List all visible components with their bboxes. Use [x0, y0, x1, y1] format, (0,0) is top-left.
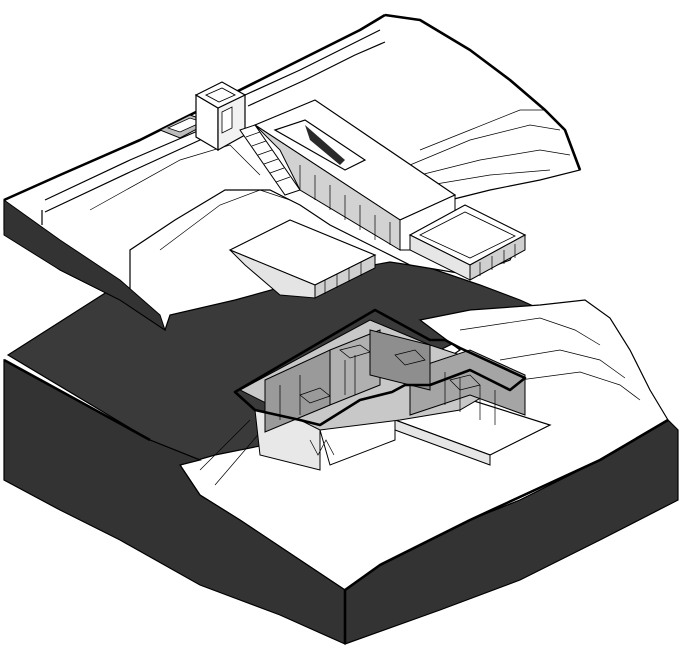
upper-contour-1	[419, 109, 545, 151]
bar-side-hatch	[299, 165, 391, 245]
lower-contour-3	[519, 371, 641, 401]
annex-side-hatch	[479, 244, 516, 276]
lower-contour-4	[199, 419, 251, 471]
upper-slab-left-face	[3, 199, 166, 332]
bar-roof-skylight-shadow	[305, 125, 345, 165]
upper-bar-building	[239, 99, 457, 251]
upper-tower	[158, 81, 247, 152]
tower-window	[221, 106, 233, 134]
left-wing-front	[229, 249, 316, 299]
upper-contour-5	[89, 144, 261, 211]
upper-stair-treads	[245, 131, 291, 183]
lower-interior-details	[279, 344, 496, 456]
upper-contour-4	[429, 169, 551, 186]
tower-top-opening	[204, 87, 237, 103]
annex-roof-inner	[419, 211, 516, 259]
upper-contour-3	[419, 149, 571, 176]
annex-side-face	[469, 234, 526, 281]
bar-side-face	[254, 124, 401, 251]
lower-contour-5	[214, 429, 263, 486]
lower-interior-wall-c	[409, 349, 526, 416]
upper-contour-6	[159, 189, 291, 251]
lower-contour-2	[499, 349, 626, 379]
upper-left-wing	[228, 219, 377, 299]
lower-contour-1	[459, 317, 601, 346]
upper-path-wall-3	[244, 29, 381, 96]
lower-block-top-edge	[3, 358, 669, 592]
upper-contour-2	[409, 124, 561, 166]
left-wing-hatch	[324, 262, 362, 294]
left-wing-side	[314, 254, 376, 299]
upper-annex-box	[408, 204, 527, 281]
lower-terrain-block	[3, 261, 679, 645]
upper-path-wall-4	[247, 41, 386, 107]
lower-cut-outline	[233, 308, 527, 427]
lower-house-cutaway	[233, 308, 552, 471]
